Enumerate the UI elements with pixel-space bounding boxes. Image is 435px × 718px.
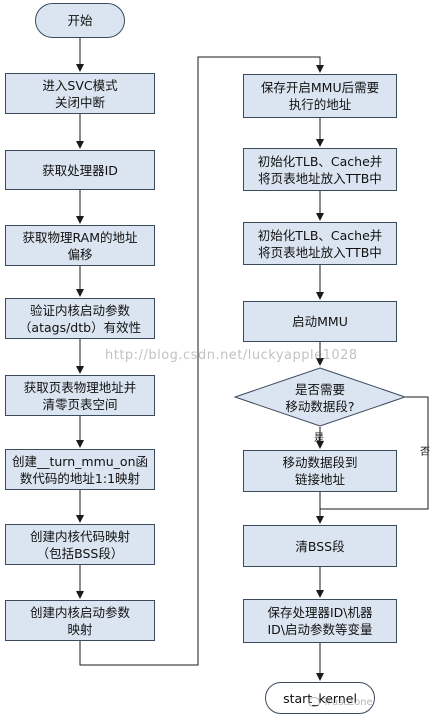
watermark-url: http://blog.csdn.net/luckyapple1028 — [105, 348, 358, 363]
node-verify-params: 验证内核启动参数 （atags/dtb）有效性 — [5, 298, 155, 339]
node-save-mmu-address: 保存开启MMU后需要 执行的地址 — [243, 74, 397, 118]
edge-label-yes: 是 — [314, 433, 324, 444]
node-param-map: 创建内核启动参数 映射 — [5, 600, 155, 641]
node-save-variables: 保存处理器ID\机器 ID\启动参数等变量 — [243, 599, 397, 643]
node-clear-bss: 清BSS段 — [243, 525, 397, 567]
node-turn-mmu-map: 创建__turn_mmu_on函 数代码的地址1:1映射 — [5, 449, 155, 490]
node-start-kernel: start_kernel — [265, 682, 375, 714]
decision-label: 是否需要 移动数据段? — [285, 382, 355, 414]
watermark-brand-row: TrustZone — [308, 697, 373, 708]
node-move-data-segment: 移动数据段到 链接地址 — [243, 450, 397, 492]
node-enable-mmu: 启动MMU — [243, 301, 397, 342]
node-start: 开始 — [35, 3, 125, 38]
wechat-icon — [308, 697, 320, 707]
node-kernel-code-map: 创建内核代码映射 （包括BSS段） — [5, 524, 155, 565]
node-get-processor-id: 获取处理器ID — [5, 150, 155, 190]
arrow-left-to-right — [79, 56, 324, 666]
node-enter-svc: 进入SVC模式 关闭中断 — [5, 73, 155, 114]
node-init-tlb-2: 初始化TLB、Cache并 将页表地址放入TTB中 — [243, 222, 397, 265]
node-page-table: 获取页表物理地址并 清零页表空间 — [5, 375, 155, 416]
node-init-tlb-1: 初始化TLB、Cache并 将页表地址放入TTB中 — [243, 148, 397, 191]
node-get-ram-offset: 获取物理RAM的地址 偏移 — [5, 225, 155, 266]
edge-label-no: 否 — [420, 447, 430, 458]
decision-diamond — [233, 367, 407, 427]
